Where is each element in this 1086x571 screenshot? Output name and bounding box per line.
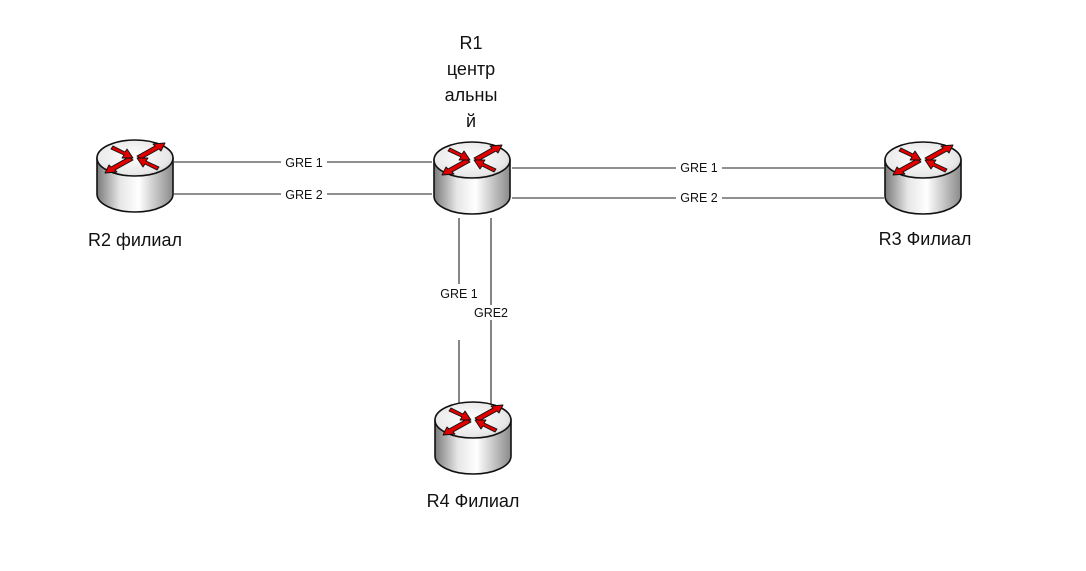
tunnel-label-gre1-r4: GRE 1 [440, 287, 478, 301]
tunnel-label-gre2-r3: GRE 2 [680, 191, 718, 205]
router-icon [434, 401, 512, 475]
router-icon [433, 141, 511, 215]
tunnel-label-gre1-r2: GRE 1 [285, 156, 323, 170]
tunnel-label-gre2-r2: GRE 2 [285, 188, 323, 202]
router-r3[interactable]: R3 Филиал [879, 141, 972, 249]
router-icon [884, 141, 962, 215]
router-r2-label: R2 филиал [88, 230, 182, 250]
tunnel-label-gre2-r4: GRE2 [474, 306, 508, 320]
router-r3-label: R3 Филиал [879, 229, 972, 249]
router-r1[interactable]: R1 центр альны й [433, 33, 511, 215]
tunnel-label-gre1-r3: GRE 1 [680, 161, 718, 175]
link-r1-r3: GRE 1 GRE 2 [512, 160, 884, 206]
router-r1-label-line-3: альны [445, 85, 498, 105]
link-r1-r4: GRE 1 GRE2 [440, 218, 510, 408]
router-r4-label: R4 Филиал [427, 491, 520, 511]
router-icon [96, 139, 174, 213]
router-r1-label-line-2: центр [447, 59, 495, 79]
link-r2-r1: GRE 1 GRE 2 [174, 154, 432, 202]
router-r4[interactable]: R4 Филиал [427, 401, 520, 511]
router-r1-label-line-1: R1 [459, 33, 482, 53]
router-r1-label-line-4: й [466, 111, 476, 131]
router-r2[interactable]: R2 филиал [88, 139, 182, 250]
